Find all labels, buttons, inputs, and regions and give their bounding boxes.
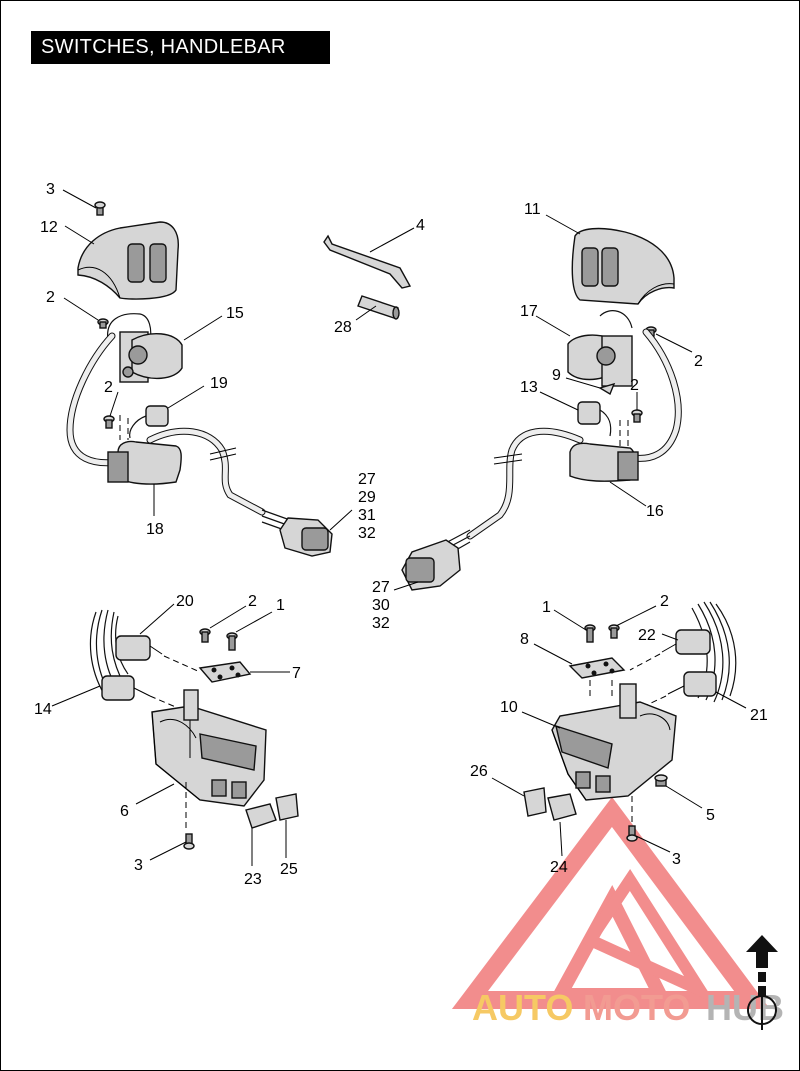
screw-part: [97, 318, 109, 329]
callout-3: 3: [134, 857, 143, 874]
callout-labels: 3 12 2 15 2 19 18 4 28 11 17 2 9 2 13 16…: [34, 181, 768, 888]
callout-2: 2: [660, 593, 669, 610]
callout-13: 13: [520, 379, 538, 396]
callout-23: 23: [244, 871, 262, 888]
callout-2: 2: [46, 289, 55, 306]
button-cap-23: [245, 803, 277, 829]
callout-20: 20: [176, 593, 194, 610]
switch-module-right: [567, 310, 633, 387]
callout-4: 4: [416, 217, 425, 234]
watermark-logo: AUTO MOTO HUB: [451, 796, 784, 1028]
callout-8: 8: [520, 631, 529, 648]
callout-31: 31: [358, 507, 376, 524]
watermark-text-moto: MOTO: [583, 987, 690, 1028]
switch-module-lower-right: [569, 420, 639, 482]
switch-22: [629, 629, 711, 671]
wiring-harness-left: [66, 332, 291, 533]
cable-strap-part: [323, 234, 412, 289]
switch-21: [635, 671, 717, 711]
callout-6: 6: [120, 803, 129, 820]
callout-11: 11: [524, 201, 541, 218]
callout-25: 25: [280, 861, 298, 878]
callout-19: 19: [210, 375, 228, 392]
switch-module-lower-left: [107, 415, 182, 485]
callout-9: 9: [552, 367, 561, 384]
callout-3: 3: [672, 851, 681, 868]
screw-part: [199, 628, 211, 643]
callout-29: 29: [358, 489, 376, 506]
button-cap-26: [523, 787, 547, 817]
callout-16: 16: [646, 503, 664, 520]
button-cap-25: [275, 793, 299, 821]
callout-5: 5: [706, 807, 715, 824]
callout-26: 26: [470, 763, 488, 780]
connector-right: [401, 539, 461, 591]
switch-small-right: [577, 401, 612, 437]
callout-15: 15: [226, 305, 244, 322]
callout-30: 30: [372, 597, 390, 614]
screw-part: [94, 201, 106, 216]
sleeve-part: [357, 295, 400, 320]
mounting-plate-7: [198, 661, 252, 683]
callout-14: 14: [34, 701, 52, 718]
switch-housing-lower-left: [151, 689, 267, 830]
callout-17: 17: [520, 303, 538, 320]
callout-18: 18: [146, 521, 164, 538]
callout-21: 21: [750, 707, 768, 724]
callout-2: 2: [694, 353, 703, 370]
switch-14: [101, 675, 179, 709]
leader-lines: [51, 189, 747, 866]
screw-part: [631, 409, 643, 423]
callout-10: 10: [500, 699, 518, 716]
callout-2: 2: [104, 379, 113, 396]
mounting-plate-8: [568, 657, 626, 700]
callout-2: 2: [248, 593, 257, 610]
page-title: SWITCHES, HANDLEBAR: [31, 31, 330, 64]
up-arrow-icon: [746, 935, 778, 1030]
switch-housing-cover-right: [571, 227, 675, 305]
callout-7: 7: [292, 665, 301, 682]
callout-1: 1: [276, 597, 285, 614]
switch-20: [115, 635, 201, 673]
callout-27: 27: [358, 471, 376, 488]
switch-housing-cover-left: [77, 221, 179, 300]
watermark-text-auto: AUTO: [472, 987, 573, 1028]
callout-2: 2: [630, 377, 639, 394]
callout-27: 27: [372, 579, 390, 596]
screw-part: [654, 774, 668, 787]
switch-small-left: [129, 405, 169, 439]
screw-part: [183, 833, 195, 850]
screw-part: [226, 632, 238, 651]
screw-part: [584, 624, 596, 643]
callout-24: 24: [550, 859, 568, 876]
switch-housing-lower-right: [551, 683, 677, 826]
callout-32: 32: [372, 615, 390, 632]
screw-part: [626, 825, 638, 842]
callout-12: 12: [40, 219, 58, 236]
callout-3: 3: [46, 181, 55, 198]
wiring-harness-right: [439, 328, 682, 559]
callout-1: 1: [542, 599, 551, 616]
connector-left: [279, 517, 333, 557]
callout-32: 32: [358, 525, 376, 542]
screw-part: [608, 624, 620, 639]
screw-part: [103, 415, 115, 429]
clip-part: [598, 382, 616, 396]
watermark-text-hub: HUB: [706, 987, 784, 1028]
callout-22: 22: [638, 627, 656, 644]
callout-28: 28: [334, 319, 352, 336]
button-cap-24: [547, 793, 577, 821]
switch-module-left: [107, 313, 183, 383]
